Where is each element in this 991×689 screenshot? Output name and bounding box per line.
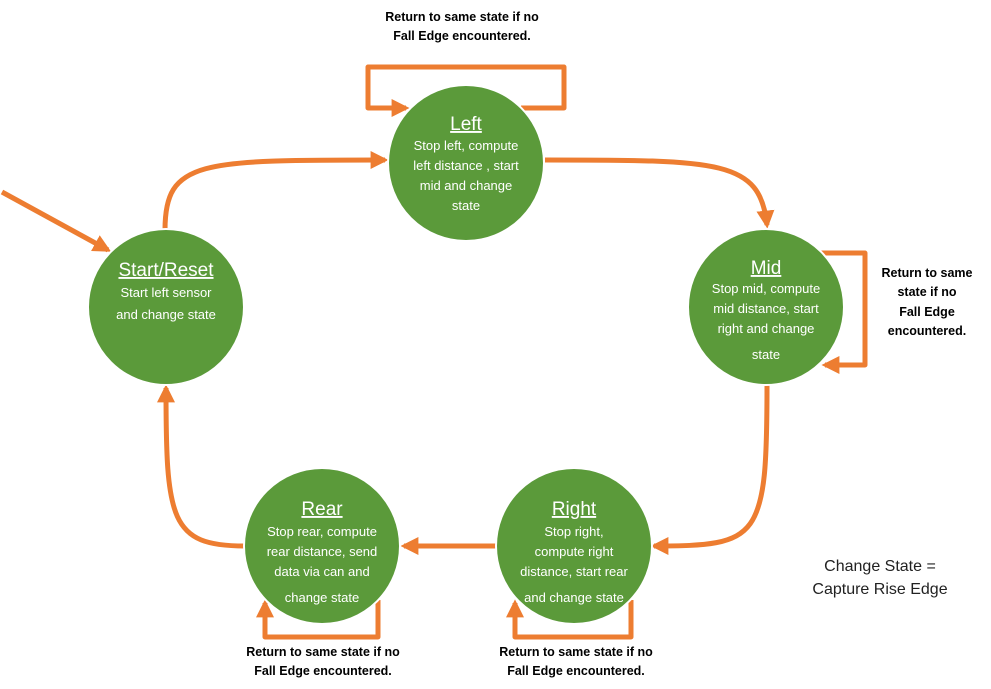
self-loop-mid [818,250,868,374]
state-right-line-3: distance, start rear [520,564,628,579]
legend-line-2: Capture Rise Edge [812,581,947,598]
state-rear-line-4: change state [285,590,359,605]
state-right-line-2: compute right [535,544,614,559]
self-loop-left [365,64,567,117]
loop-note-mid-line-3: Fall Edge [899,305,955,319]
state-rear-line-3: data via can and [274,564,369,579]
state-mid-title: Mid [751,258,782,279]
loop-note-rear-line-2: Fall Edge encountered. [254,664,392,678]
loop-note-right: Return to same state if no Fall Edge enc… [499,645,653,678]
state-mid-line-3: right and change [718,321,815,336]
loop-note-mid-line-4: encountered. [888,324,967,338]
loop-note-right-line-1: Return to same state if no [499,645,653,659]
state-left-line-1: Stop left, compute [414,138,519,153]
state-rear: Rear Stop rear, compute rear distance, s… [243,467,401,625]
legend-line-1: Change State = [824,558,936,575]
loop-note-mid-line-2: state if no [897,285,956,299]
state-start-line-2: and change state [116,307,216,322]
state-start-circle [87,228,245,386]
state-mid-circle [687,228,845,386]
loop-note-rear: Return to same state if no Fall Edge enc… [246,645,400,678]
legend: Change State = Capture Rise Edge [812,558,947,598]
state-right-circle [495,467,653,625]
state-mid-line-4: state [752,347,780,362]
state-left-line-3: mid and change [420,178,513,193]
state-rear-line-1: Stop rear, compute [267,524,377,539]
loop-note-right-line-2: Fall Edge encountered. [507,664,645,678]
loop-note-rear-line-1: Return to same state if no [246,645,400,659]
arrow-start-to-left [162,151,389,231]
arrow-left-to-mid [544,157,775,229]
state-rear-title: Rear [301,499,343,520]
loop-note-left-line-1: Return to same state if no [385,10,539,24]
state-left-line-2: left distance , start [413,158,519,173]
state-mid-line-2: mid distance, start [713,301,819,316]
state-rear-circle [243,467,401,625]
state-left-title: Left [450,114,482,135]
loop-note-mid: Return to same state if no Fall Edge enc… [882,266,973,338]
state-right-line-4: and change state [524,590,624,605]
self-loop-right [506,599,634,640]
state-left: Left Stop left, compute left distance , … [387,84,545,242]
entry-arrow [0,189,112,253]
state-start-title: Start/Reset [118,260,214,281]
state-right-line-1: Stop right, [544,524,603,539]
state-mid: Mid Stop mid, compute mid distance, star… [687,228,845,386]
state-start: Start/Reset Start left sensor and change… [87,228,245,386]
state-mid-line-1: Stop mid, compute [712,281,820,296]
transition-arrows [0,64,868,640]
state-start-line-1: Start left sensor [120,285,212,300]
self-loop-rear [256,599,381,640]
state-right: Right Stop right, compute right distance… [495,467,653,625]
state-right-title: Right [552,499,597,520]
loop-note-left-line-2: Fall Edge encountered. [393,29,531,43]
state-left-circle [387,84,545,242]
state-left-line-4: state [452,198,480,213]
arrow-rear-to-start [157,384,246,549]
loop-note-mid-line-1: Return to same [882,266,973,280]
arrow-mid-to-right [650,384,770,555]
state-rear-line-2: rear distance, send [267,544,378,559]
loop-note-left: Return to same state if no Fall Edge enc… [385,10,539,43]
